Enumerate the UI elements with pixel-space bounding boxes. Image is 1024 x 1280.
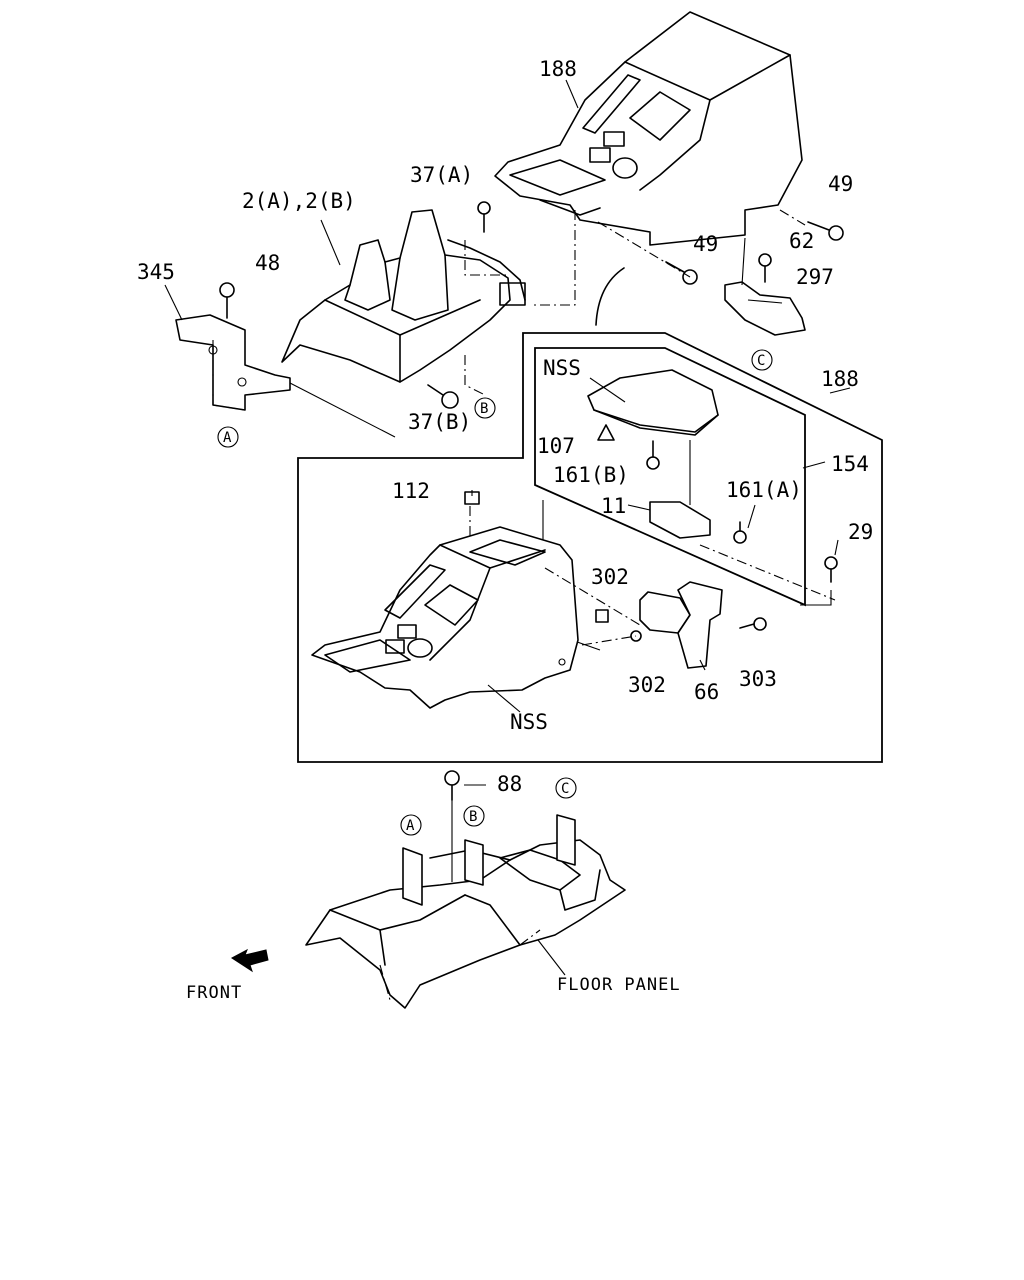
- screw-29: [824, 556, 838, 583]
- screw-303: [739, 617, 767, 631]
- svg-text:A: A: [223, 430, 232, 446]
- front-arrow-icon: [231, 948, 269, 973]
- direction-arc: [595, 267, 625, 326]
- label-2ab: 2(A),2(B): [242, 189, 356, 213]
- label-112: 112: [392, 479, 430, 503]
- fastener-62: [758, 253, 772, 283]
- label-161b: 161(B): [553, 463, 629, 487]
- label-48: 48: [255, 251, 280, 275]
- fastener-37b: [427, 384, 459, 409]
- label-107: 107: [537, 434, 575, 458]
- fastener-48: [219, 282, 235, 319]
- label-49-mid: 49: [693, 232, 718, 256]
- callout-a-top: A: [217, 426, 239, 448]
- svg-text:B: B: [469, 809, 477, 825]
- label-nss-bot: NSS: [510, 710, 548, 734]
- shift-boot-console-2: [281, 209, 526, 383]
- assembly-lines-top: [212, 209, 806, 438]
- leader-lines: [164, 79, 851, 976]
- label-floor-panel: FLOOR PANEL: [557, 975, 681, 995]
- fastener-88: [444, 770, 460, 882]
- label-37a: 37(A): [410, 163, 473, 187]
- label-nss-top: NSS: [543, 356, 581, 380]
- lower-console: [311, 526, 579, 709]
- clip-107: [597, 424, 615, 441]
- label-49-right: 49: [828, 172, 853, 196]
- callout-c-floor: C: [555, 777, 577, 799]
- part-302-clip: [595, 609, 609, 623]
- callout-b-top: B: [474, 397, 496, 419]
- label-154: 154: [831, 452, 869, 476]
- part-66: [639, 581, 723, 669]
- label-66: 66: [694, 680, 719, 704]
- label-29: 29: [848, 520, 873, 544]
- fastener-49-right: [807, 221, 844, 241]
- screw-161b: [646, 440, 660, 470]
- label-303: 303: [739, 667, 777, 691]
- armrest-lid: [587, 369, 719, 436]
- svg-text:C: C: [561, 781, 569, 797]
- label-37b: 37(B): [408, 410, 471, 434]
- label-297: 297: [796, 265, 834, 289]
- screw-161a: [733, 521, 747, 544]
- label-front: FRONT: [186, 983, 242, 1003]
- floor-panel: [305, 839, 626, 1009]
- bracket-297: [724, 281, 806, 336]
- callout-markers: A B C A B C: [217, 349, 773, 836]
- floor-tabs: [402, 814, 576, 906]
- label-188-top: 188: [539, 57, 577, 81]
- svg-text:A: A: [406, 818, 415, 834]
- latch-11: [649, 440, 711, 539]
- label-161a: 161(A): [726, 478, 802, 502]
- label-302-top: 302: [591, 565, 629, 589]
- svg-text:C: C: [757, 353, 765, 369]
- callout-b-floor: B: [463, 805, 485, 827]
- label-11: 11: [601, 494, 626, 518]
- label-302-bot: 302: [628, 673, 666, 697]
- bracket-345: [175, 314, 291, 411]
- part-112: [464, 491, 480, 540]
- upper-console-188: [494, 11, 803, 246]
- callout-a-floor: A: [400, 814, 422, 836]
- label-188-box: 188: [821, 367, 859, 391]
- svg-text:B: B: [480, 401, 488, 417]
- callout-c-top: C: [751, 349, 773, 371]
- part-labels: 188 37(A) 2(A),2(B) 49 345 48 49 62 297 …: [137, 57, 873, 1003]
- label-88: 88: [497, 772, 522, 796]
- fastener-37a: [477, 201, 491, 233]
- label-62: 62: [789, 229, 814, 253]
- label-345: 345: [137, 260, 175, 284]
- assembly-lines-box: [544, 544, 836, 646]
